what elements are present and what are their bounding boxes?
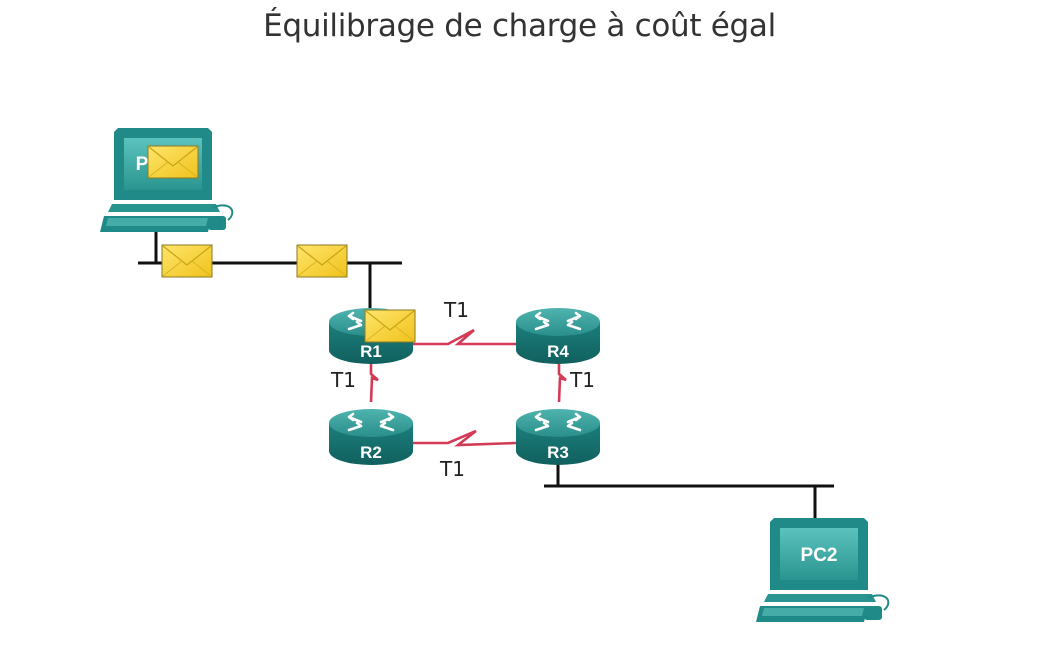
pc-icon: [755, 517, 890, 623]
envelope-icon: [364, 309, 416, 343]
packet-envelope-lan-1: [161, 244, 213, 278]
router-r2-label: R2: [360, 443, 382, 462]
router-r1-label: R1: [360, 342, 382, 361]
link-label-r4-r3: T1: [569, 368, 595, 392]
router-r4-label: R4: [547, 342, 569, 361]
packet-envelope-lan-2: [296, 244, 348, 278]
pc1[interactable]: P: [99, 127, 234, 233]
router-r2[interactable]: R2: [327, 407, 415, 467]
link-label-r2-r3: T1: [439, 457, 465, 481]
diagram-title: Équilibrage de charge à coût égal: [263, 8, 776, 44]
pc2-label: PC2: [801, 545, 838, 566]
packet-envelope-pc1: [147, 145, 199, 179]
serial-link-r1-r2: [369, 362, 379, 403]
router-r3-label: R3: [547, 443, 569, 462]
link-label-r1-r4: T1: [443, 298, 469, 322]
pc1-label: P: [136, 154, 149, 175]
serial-link-r4-r3: [557, 362, 567, 403]
envelope-icon: [296, 244, 348, 278]
ethernet-lan-bottom: [544, 460, 834, 520]
router-r3[interactable]: R3: [514, 407, 602, 467]
packet-envelope-r1: [364, 309, 416, 343]
pc2[interactable]: PC2: [755, 517, 890, 623]
envelope-icon: [161, 244, 213, 278]
link-label-r1-r2: T1: [330, 368, 356, 392]
pc-icon: [99, 127, 234, 233]
serial-link-r2-r3: [410, 429, 517, 447]
serial-link-r1-r4: [410, 328, 516, 346]
envelope-icon: [147, 145, 199, 179]
router-r4[interactable]: R4: [514, 306, 602, 366]
router-r1[interactable]: R1: [327, 306, 415, 366]
